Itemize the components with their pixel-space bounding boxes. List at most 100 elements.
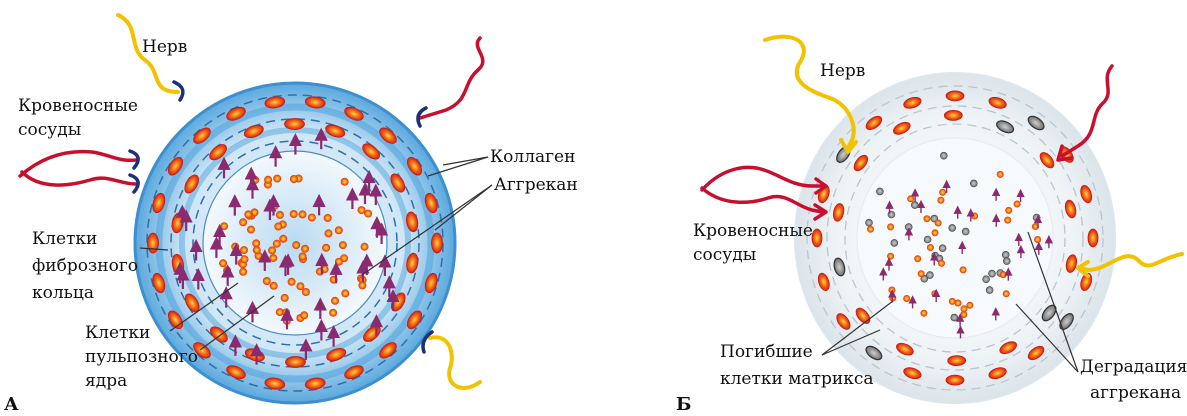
nucleus-cell xyxy=(239,218,247,226)
annulus-cell xyxy=(948,355,966,365)
dead-nucleus-cell xyxy=(1003,258,1010,265)
label-nucleus-cells-line3: ядра xyxy=(85,371,127,391)
label-dead-cells-line2: клетки матрикса xyxy=(720,369,874,389)
dead-nucleus-cell xyxy=(891,239,898,246)
label-annulus-cells-line3: кольца xyxy=(32,283,94,303)
dead-nucleus-cell xyxy=(876,188,883,195)
dead-nucleus-cell xyxy=(940,152,947,159)
nucleus-cell xyxy=(299,210,307,218)
label-nucleus-cells-line1: Клетки xyxy=(85,323,150,343)
nucleus-cell xyxy=(923,215,930,222)
annulus-cell xyxy=(944,110,962,120)
nucleus-cell xyxy=(907,195,914,202)
dead-nucleus-cell xyxy=(911,202,918,209)
nucleus-cell xyxy=(276,211,284,219)
nucleus-cell xyxy=(322,244,330,252)
panel-a: Нерв Кровеносные сосуды Коллаген Аггрека… xyxy=(4,15,578,415)
nucleus-cell xyxy=(358,281,366,289)
nucleus-cell xyxy=(273,240,281,248)
nucleus-cell xyxy=(920,310,927,317)
nucleus-cell xyxy=(335,258,343,266)
annulus-cell xyxy=(432,233,443,253)
nucleus-cell xyxy=(264,176,272,184)
nucleus-cell xyxy=(290,175,298,183)
nucleus-cell xyxy=(325,229,333,237)
annulus-cell xyxy=(946,91,964,101)
dead-nucleus-cell xyxy=(1033,214,1040,221)
blood-vessel-left-2 xyxy=(22,172,136,185)
label-blood-vessels-b-line1: Кровеносные xyxy=(693,221,813,241)
dead-nucleus-cell xyxy=(949,224,956,231)
nucleus-cell xyxy=(1003,290,1010,297)
nucleus-cell xyxy=(867,226,874,233)
nucleus-cell xyxy=(358,206,366,214)
nucleus-cell xyxy=(887,223,894,230)
panel-letter-b: Б xyxy=(676,394,691,415)
nucleus-cell xyxy=(997,171,1004,178)
nucleus-cell xyxy=(914,255,921,262)
blood-vessel-top-right xyxy=(420,38,483,118)
nucleus-cell xyxy=(935,220,942,227)
dead-nucleus-cell xyxy=(951,314,958,321)
dead-nucleus-cell xyxy=(986,287,993,294)
nucleus-cell xyxy=(939,189,946,196)
annulus-cell xyxy=(1088,229,1098,247)
nucleus-cell xyxy=(281,294,289,302)
nucleus-cell xyxy=(339,241,347,249)
nucleus-cell xyxy=(341,178,349,186)
nucleus-cell xyxy=(887,253,894,260)
nucleus-cell xyxy=(296,282,304,290)
nucleus-cell xyxy=(231,243,239,251)
dead-nucleus-cell xyxy=(939,245,946,252)
nucleus-cell xyxy=(938,260,945,267)
nucleus-cell xyxy=(273,175,281,183)
nucleus-cell xyxy=(268,246,276,254)
nucleus-cell xyxy=(960,266,967,273)
dead-nucleus-cell xyxy=(970,180,977,187)
nucleus-cell xyxy=(932,229,939,236)
nucleus-cell xyxy=(937,197,944,204)
nucleus-cell xyxy=(971,213,978,220)
nucleus-cell xyxy=(274,223,282,231)
nucleus-cell xyxy=(244,210,252,218)
dead-nucleus-cell xyxy=(924,236,931,243)
nucleus-cell xyxy=(966,302,973,309)
dead-nucleus-cell xyxy=(983,276,990,283)
nucleus-cell xyxy=(253,246,261,254)
blood-vessel-left-1 xyxy=(20,152,136,176)
nucleus-cell xyxy=(219,259,227,267)
nucleus-cell xyxy=(290,210,298,218)
panel-b: Нерв Кровеносные сосуды Погибшие клетки … xyxy=(676,37,1187,415)
label-aggrecan: Аггрекан xyxy=(494,175,578,195)
nucleus-cell xyxy=(288,278,296,286)
label-nerve: Нерв xyxy=(142,37,187,57)
label-annulus-cells-line2: фиброзного xyxy=(32,256,138,276)
label-annulus-cells-line1: Клетки xyxy=(32,229,97,249)
annulus-cell xyxy=(284,118,304,129)
label-blood-vessels-b-line2: сосуды xyxy=(693,245,756,265)
dead-nucleus-cell xyxy=(1002,251,1009,258)
nucleus-cell xyxy=(888,287,895,294)
nucleus-cell xyxy=(300,311,308,319)
nucleus-cell xyxy=(961,305,968,312)
nucleus-cell xyxy=(270,282,278,290)
nucleus-cell xyxy=(240,246,248,254)
annulus-cell xyxy=(812,229,822,247)
nucleus-cell xyxy=(1034,236,1041,243)
label-blood-vessels-line1: Кровеносные xyxy=(18,96,138,116)
nucleus-cell xyxy=(361,243,369,251)
nucleus-cell xyxy=(239,268,247,276)
dead-nucleus-cell xyxy=(905,224,912,231)
nucleus-cell xyxy=(918,270,925,277)
nucleus-cell xyxy=(903,295,910,302)
nucleus-cell xyxy=(299,253,307,261)
dead-nucleus-cell xyxy=(926,272,933,279)
nucleus-cell xyxy=(301,245,309,253)
dead-nucleus-cell xyxy=(866,219,873,226)
blood-vessel-left-1-b xyxy=(702,167,822,190)
label-blood-vessels-line2: сосуды xyxy=(18,120,81,140)
label-aggrecan-degradation-line2: аггрекана xyxy=(1090,383,1181,403)
dead-nucleus-cell xyxy=(989,270,996,277)
annulus-cell xyxy=(285,356,305,367)
